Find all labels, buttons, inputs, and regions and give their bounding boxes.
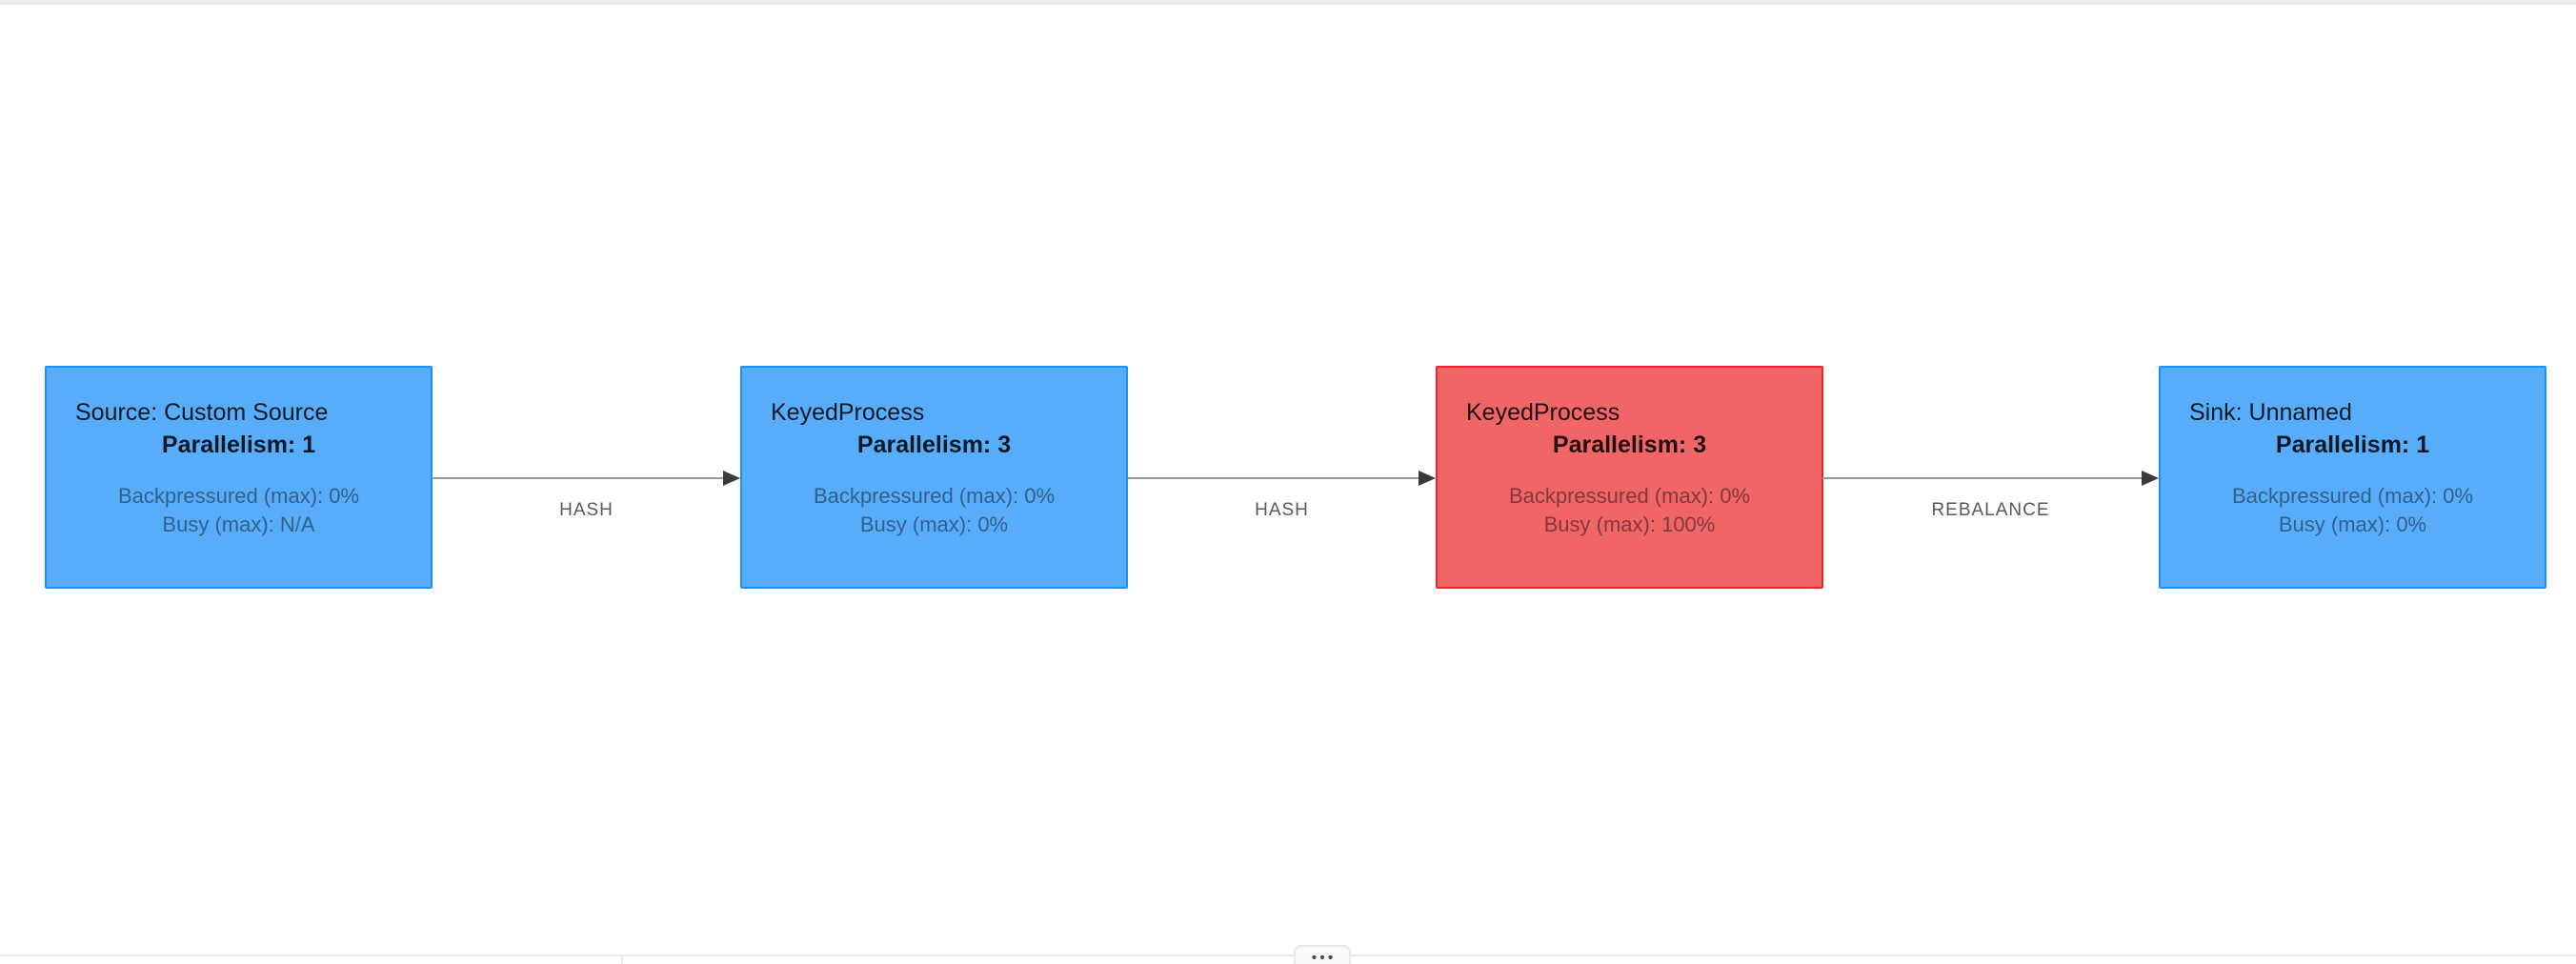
edge-label: HASH <box>559 500 614 520</box>
edge-label: REBALANCE <box>1931 500 2050 520</box>
node-name: Source: Custom Source <box>75 399 329 426</box>
node-parallelism: Parallelism: 1 <box>2275 432 2430 458</box>
node-busy-metric: Busy (max): 0% <box>859 512 1009 536</box>
edge-hash-2: HASH <box>1128 471 1436 520</box>
node-backpressured-metric: Backpressured (max): 0% <box>117 484 360 508</box>
node-busy-metric: Busy (max): 100% <box>1543 512 1716 536</box>
node-busy-metric: Busy (max): 0% <box>2278 512 2427 536</box>
edge-label: HASH <box>1255 500 1309 520</box>
edge-hash-1: HASH <box>433 471 740 520</box>
arrowhead-icon <box>1419 471 1436 486</box>
node-keyedprocess-1[interactable]: KeyedProcess Parallelism: 3 Backpressure… <box>740 366 1128 589</box>
arrowhead-icon <box>2142 471 2159 486</box>
node-name: KeyedProcess <box>1466 399 1620 426</box>
node-metrics: Backpressured (max): 0% Busy (max): 0% <box>2161 482 2545 539</box>
drawer-top-border <box>0 954 2576 956</box>
node-backpressured-metric: Backpressured (max): 0% <box>2231 484 2474 508</box>
node-keyedprocess-2-busy[interactable]: KeyedProcess Parallelism: 3 Backpressure… <box>1436 366 1823 589</box>
node-metrics: Backpressured (max): 0% Busy (max): 100% <box>1438 482 1821 539</box>
node-sink-unnamed[interactable]: Sink: Unnamed Parallelism: 1 Backpressur… <box>2159 366 2546 589</box>
node-metrics: Backpressured (max): 0% Busy (max): 0% <box>742 482 1126 539</box>
node-name: KeyedProcess <box>771 399 925 426</box>
node-source-custom-source[interactable]: Source: Custom Source Parallelism: 1 Bac… <box>45 366 433 589</box>
node-busy-metric: Busy (max): N/A <box>162 512 315 536</box>
node-parallelism: Parallelism: 3 <box>1552 432 1707 458</box>
ellipsis-icon: ••• <box>1311 950 1337 964</box>
node-name: Sink: Unnamed <box>2189 399 2352 426</box>
node-backpressured-metric: Backpressured (max): 0% <box>813 484 1056 508</box>
node-backpressured-metric: Backpressured (max): 0% <box>1508 484 1751 508</box>
edge-line <box>433 477 727 479</box>
arrowhead-icon <box>723 471 740 486</box>
edge-rebalance: REBALANCE <box>1822 471 2159 520</box>
drawer-toggle-button[interactable]: ••• <box>1294 945 1351 964</box>
drawer-column-divider <box>621 956 623 964</box>
edge-line <box>1128 477 1422 479</box>
node-metrics: Backpressured (max): 0% Busy (max): N/A <box>47 482 431 539</box>
node-parallelism: Parallelism: 3 <box>856 432 1012 458</box>
edge-line <box>1822 477 2145 479</box>
top-border-strip <box>0 0 2576 5</box>
node-parallelism: Parallelism: 1 <box>161 432 316 458</box>
